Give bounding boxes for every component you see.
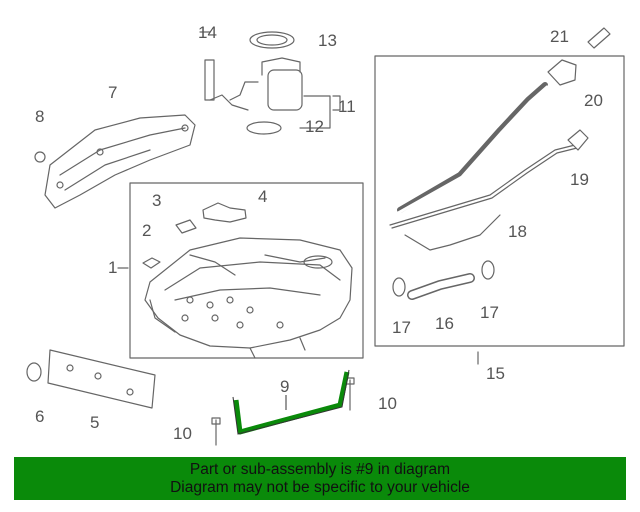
notice-line-2: Diagram may not be specific to your vehi…: [170, 479, 470, 496]
callout-13: 13: [318, 31, 337, 50]
bracket-4: [202, 202, 247, 223]
notice-banner: Part or sub-assembly is #9 in diagram Di…: [14, 457, 626, 500]
fuel-tank-shape: [144, 237, 353, 349]
callout-6: 6: [35, 407, 45, 426]
callout-7: 7: [108, 83, 118, 102]
callout-2: 2: [142, 221, 152, 240]
callout-8: 8: [35, 107, 45, 126]
callout-3: 3: [152, 191, 162, 210]
callout-9: 9: [280, 377, 290, 396]
callout-18: 18: [508, 222, 527, 241]
callout-4: 4: [258, 187, 268, 206]
callout-17-left: 17: [392, 318, 411, 337]
callout-16: 16: [435, 314, 454, 333]
pad-3: [175, 219, 197, 234]
callout-14: 14: [198, 23, 217, 42]
callout-15: 15: [486, 364, 505, 383]
pad-2: [142, 257, 161, 269]
callout-19: 19: [570, 170, 589, 189]
callout-10-left: 10: [173, 424, 192, 443]
callout-10-right: 10: [378, 394, 397, 413]
shield-5: [47, 349, 156, 409]
callout-20: 20: [584, 91, 603, 110]
callout-12: 12: [305, 117, 324, 136]
heat-shield-7: [44, 114, 196, 209]
callout-5: 5: [90, 413, 100, 432]
filler-pipe-group-box: [374, 55, 625, 347]
callout-21: 21: [550, 27, 569, 46]
fuel-tank-group-box: [129, 182, 364, 359]
callout-17-right: 17: [480, 303, 499, 322]
callout-11: 11: [338, 97, 356, 116]
callout-1: 1: [108, 258, 118, 277]
notice-line-1: Part or sub-assembly is #9 in diagram: [189, 461, 451, 478]
fuel-tank-strap-9: [233, 371, 350, 435]
parts-diagram: [26, 27, 625, 446]
